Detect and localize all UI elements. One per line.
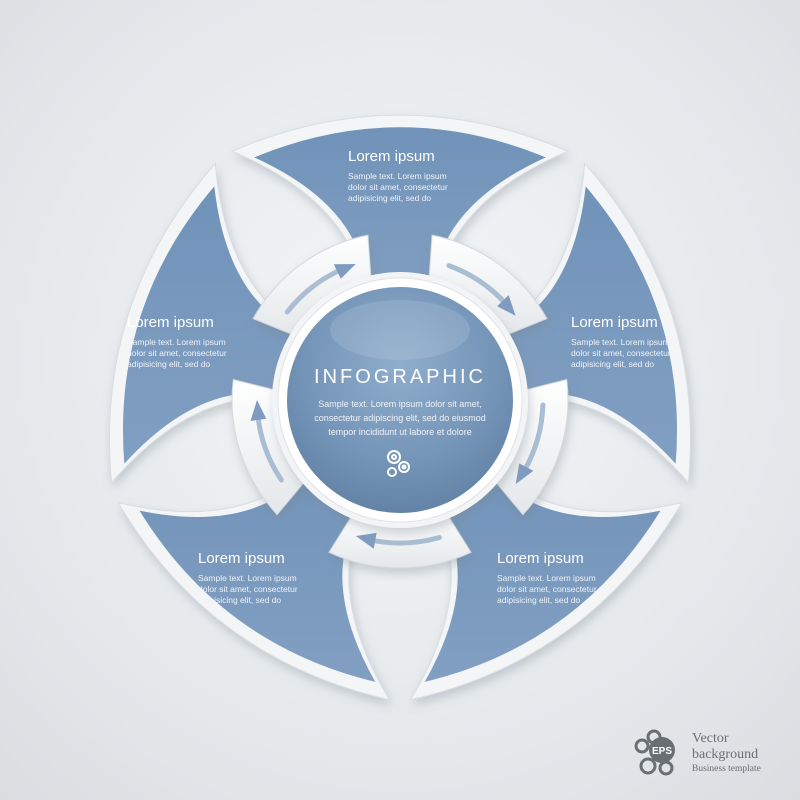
petals-layer bbox=[109, 114, 691, 701]
brand-caption: Vector background Business template bbox=[692, 731, 761, 776]
center-text: INFOGRAPHIC Sample text. Lorem ipsum dol… bbox=[300, 366, 500, 439]
petal-left-text: Lorem ipsum Sample text. Lorem ipsum dol… bbox=[127, 314, 307, 370]
brand-line-background: background bbox=[692, 747, 759, 762]
arrowhead-icon bbox=[497, 295, 516, 316]
petal-line: adipisicing elit, sed do bbox=[571, 359, 655, 369]
petal-line: Sample text. Lorem ipsum bbox=[571, 337, 670, 347]
petal-line: dolor sit amet, consectetur bbox=[127, 348, 227, 358]
arrow-icon bbox=[446, 263, 509, 307]
petal-line: dolor sit amet, consectetur bbox=[497, 584, 597, 594]
petal-bottom-left-text: Lorem ipsum Sample text. Lorem ipsum dol… bbox=[198, 550, 378, 606]
petal-line: Sample text. Lorem ipsum bbox=[497, 573, 596, 583]
brand-line-vector: Vector bbox=[692, 731, 729, 746]
petal-line: Sample text. Lorem ipsum bbox=[348, 171, 447, 181]
arrow-icon bbox=[255, 412, 284, 483]
petal-title: Lorem ipsum bbox=[127, 314, 214, 331]
petal-line: dolor sit amet, consectetur bbox=[348, 182, 448, 192]
infographic-title: INFOGRAPHIC bbox=[314, 366, 486, 388]
petal-line: dolor sit amet, consectetur bbox=[571, 348, 671, 358]
petal-title: Lorem ipsum bbox=[497, 550, 584, 567]
petal-line: adipisicing elit, sed do bbox=[348, 193, 432, 203]
arrowhead-icon bbox=[355, 532, 377, 549]
petal-bottom-right-text: Lorem ipsum Sample text. Lorem ipsum dol… bbox=[497, 550, 677, 606]
arrow-tabs-layer bbox=[231, 234, 569, 569]
eps-logo-icon: EPS bbox=[634, 729, 675, 776]
center-circle bbox=[272, 272, 528, 528]
petal-line: adipisicing elit, sed do bbox=[127, 359, 211, 369]
petal-line: adipisicing elit, sed do bbox=[198, 595, 282, 605]
petal-top-fill bbox=[254, 127, 546, 306]
gears-icon bbox=[387, 450, 410, 477]
arrow-icon bbox=[521, 402, 546, 474]
center-body-line: tempor incididunt ut labore et dolore bbox=[328, 427, 472, 437]
petal-line: Sample text. Lorem ipsum bbox=[127, 337, 226, 347]
petal-line: adipisicing elit, sed do bbox=[497, 595, 581, 605]
petal-line: dolor sit amet, consectetur bbox=[198, 584, 298, 594]
petal-top-text: Lorem ipsum Sample text. Lorem ipsum dol… bbox=[348, 148, 528, 204]
petal-title: Lorem ipsum bbox=[348, 148, 435, 165]
brand-line-business: Business template bbox=[692, 764, 761, 774]
petal-bottom-right-fill bbox=[424, 457, 661, 682]
petal-line: Sample text. Lorem ipsum bbox=[198, 573, 297, 583]
petal-right-text: Lorem ipsum Sample text. Lorem ipsum dol… bbox=[571, 314, 751, 370]
arrowhead-icon bbox=[333, 264, 356, 279]
arrowhead-icon bbox=[515, 463, 534, 485]
petal-left-fill bbox=[122, 186, 321, 464]
center-body-line: consectetur adipiscing elit, sed do eius… bbox=[314, 413, 486, 423]
petal-right-fill bbox=[479, 186, 678, 464]
petal-title: Lorem ipsum bbox=[571, 314, 658, 331]
arrow-icon bbox=[284, 266, 345, 315]
center-body-line: Sample text. Lorem ipsum dolor sit amet, bbox=[318, 399, 482, 409]
petal-bottom-left-fill bbox=[139, 457, 376, 682]
eps-logo-text: EPS bbox=[652, 746, 672, 757]
petal-title: Lorem ipsum bbox=[198, 550, 285, 567]
arrow-icon bbox=[367, 535, 442, 546]
arrowhead-icon bbox=[250, 400, 267, 421]
